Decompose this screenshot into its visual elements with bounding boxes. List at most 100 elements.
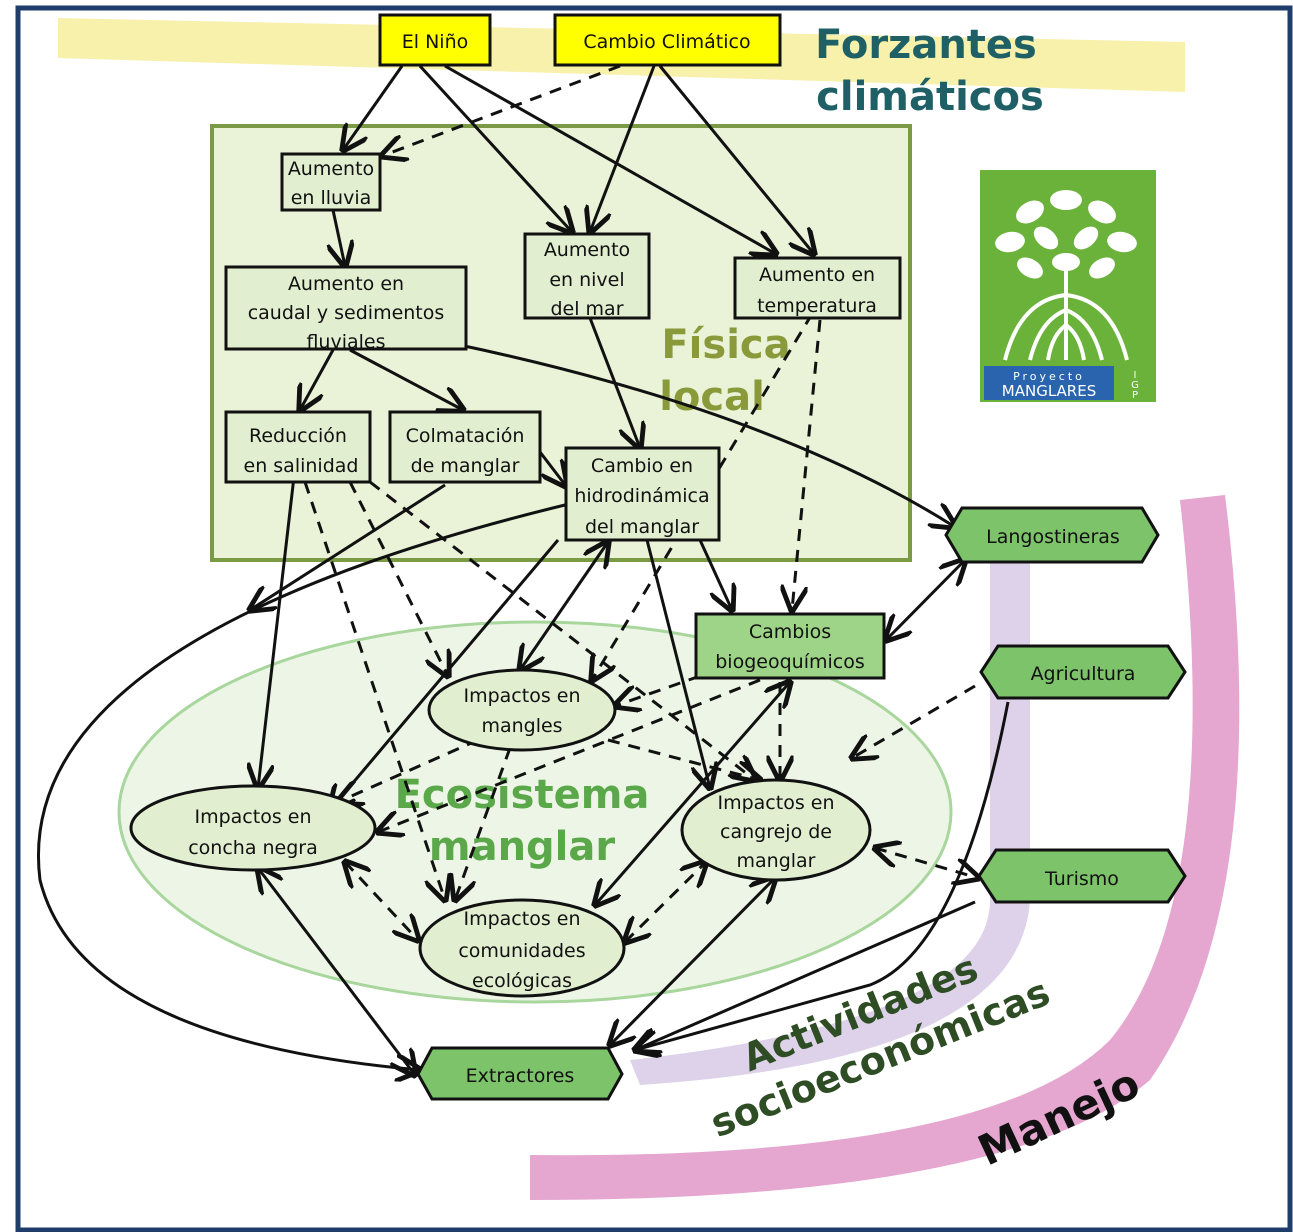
node-extractores: Extractores [416,1046,624,1101]
arrow-agricultura-ecosystem [852,684,976,758]
colmatacion-line2: de manglar [411,455,520,477]
el-nino-label: El Niño [402,31,468,53]
node-aumento-caudal: Aumento en caudal y sedimentos fluviales [224,265,468,353]
reduccion-salinidad-line2: en salinidad [244,455,359,477]
impactos-concha-line1: Impactos en [194,806,311,828]
node-reduccion-salinidad: Reducción en salinidad [224,410,372,484]
impactos-mangles-line2: mangles [481,715,562,737]
aumento-lluvia-line2: en lluvia [291,187,372,209]
aumento-temp-line1: Aumento en [759,264,875,286]
colmatacion-line1: Colmatación [406,425,525,447]
node-langostineras: Langostineras [944,506,1160,564]
arrow-caudal-langostineras [454,342,955,527]
local-title-line1: Física [661,322,790,368]
arrow-agricultura-extractores [635,701,1010,1050]
aumento-lluvia-line1: Aumento [288,158,374,180]
arrow-bio-mangles [615,674,701,706]
node-aumento-temp: Aumento en temperatura [733,256,902,320]
aumento-caudal-line3: fluviales [306,331,385,353]
impactos-mangles-line1: Impactos en [463,685,580,707]
manglares-logo: Proyecto MANGLARES I G P [980,170,1156,402]
logo-line2: MANGLARES [1002,382,1096,400]
agricultura-label: Agricultura [1031,663,1136,685]
arrow-reduccion-mangles [348,481,448,676]
solid-arrows [37,64,1010,1075]
arrow-hidro-bio [698,539,732,610]
arrow-mangles-cangrejo [607,738,760,780]
root-icon [1003,270,1129,361]
node-cambio-hidro: Cambio en hidrodinámica del manglar [564,446,721,542]
arrow-bio-concha [378,678,761,832]
tree-icon [995,190,1137,279]
arrow-caudal-colmatacion [349,348,463,410]
impactos-comunidades-line3: ecológicas [472,970,572,992]
node-impactos-concha: Impactos en concha negra [129,784,377,872]
arrow-reduccion-comunidades [303,481,445,900]
arrow-reduccion-concha [258,467,297,788]
forcing-title-line1: Forzantes [815,22,1037,68]
arrow-mangles-concha [338,738,479,802]
aumento-nivel-line1: Aumento [544,239,630,261]
cambio-hidro-line1: Cambio en [591,455,693,477]
node-colmatacion: Colmatación de manglar [388,410,542,484]
node-agricultura: Agricultura [979,644,1187,700]
ecosystem-title-line2: manglar [429,824,615,870]
ecosystem-title-line1: Ecosistema [395,772,650,818]
turismo-label: Turismo [1044,868,1119,890]
aumento-caudal-line2: caudal y sedimentos [248,302,445,324]
logo-line3: I [1134,370,1137,381]
arrow-colmatacion-concha [250,483,446,610]
cambios-bio-line2: biogeoquímicos [715,651,864,673]
arrow-bio-langostineras [886,560,965,640]
arrow-hidro-comunidades [37,503,566,1070]
arrow-turismo-extractores [635,900,976,1050]
aumento-nivel-line2: en nivel [549,269,624,291]
impactos-concha-line2: concha negra [188,837,318,859]
impactos-comunidades-line1: Impactos en [463,908,580,930]
node-impactos-mangles: Impactos en mangles [427,668,617,752]
node-cambios-bio: Cambios biogeoquímicos [694,612,886,680]
arrow-hidro-mangles [520,542,608,670]
forcing-title-line2: climáticos [816,74,1044,120]
logo-line4: G [1131,380,1139,391]
impactos-comunidades-line2: comunidades [458,940,585,962]
aumento-temp-line2: temperatura [757,295,877,317]
node-cambio-climatico: Cambio Climático [553,13,782,67]
socio-band [630,560,1030,1085]
arrow-cangrejo-turismo [875,848,978,878]
arrow-caudal-reduccion [300,349,335,410]
arrow-mangles-comunidades [455,747,512,900]
node-el-nino: El Niño [378,13,492,67]
impactos-cangrejo-line1: Impactos en [717,792,834,814]
arrow-cangrejo-extractores [610,878,775,1045]
aumento-nivel-line3: del mar [550,298,623,320]
cambio-climatico-label: Cambio Climático [583,31,750,53]
arrow-colmatacion-hidro [538,451,566,486]
logo-line5: P [1132,390,1138,401]
arrow-cc-temp [658,65,814,254]
cambio-hidro-line3: del manglar [585,516,699,538]
arrow-temp-bio [792,319,822,610]
logo-line1: Proyecto [1013,370,1085,383]
node-impactos-cangrejo: Impactos en cangrejo de manglar [680,778,872,882]
arrow-nino-lluvia [343,65,404,150]
aumento-caudal-line1: Aumento en [288,273,404,295]
cambio-hidro-line2: hidrodinámica [574,485,709,507]
impactos-cangrejo-line2: cangrejo de [720,821,832,843]
node-impactos-comunidades: Impactos en comunidades ecológicas [418,898,626,998]
node-aumento-nivel: Aumento en nivel del mar [523,232,651,320]
reduccion-salinidad-line1: Reducción [249,425,347,447]
cambios-bio-line1: Cambios [749,621,831,643]
impactos-cangrejo-line3: manglar [737,850,816,872]
node-aumento-lluvia: Aumento en lluvia [280,152,382,212]
arrow-concha-comunidades [345,862,418,940]
node-turismo: Turismo [977,848,1187,904]
arrow-nino-nivel [418,64,572,232]
arrow-reduccion-cangrejo [369,480,755,780]
extractores-label: Extractores [466,1065,575,1087]
arrow-concha-extractores [258,868,415,1075]
arrow-comunidades-cangrejo [625,862,706,942]
arrow-nino-temp [444,64,776,254]
arrow-nivel-hidro [588,317,640,448]
